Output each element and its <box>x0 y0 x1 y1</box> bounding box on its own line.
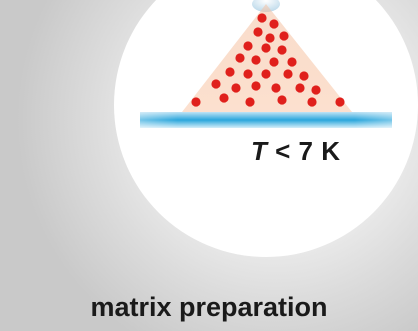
particle <box>335 97 345 107</box>
temperature-value: < 7 K <box>275 136 341 166</box>
particle <box>271 83 281 93</box>
particle <box>257 13 267 23</box>
particle <box>279 31 289 41</box>
matrix-particles <box>191 13 345 107</box>
particle <box>265 33 275 43</box>
particle <box>211 79 221 89</box>
particle <box>261 69 271 79</box>
particle <box>295 83 305 93</box>
particle <box>251 55 261 65</box>
particle <box>243 41 253 51</box>
particle <box>269 57 279 67</box>
view-circle <box>114 0 418 257</box>
particle <box>269 19 279 29</box>
particle <box>219 93 229 103</box>
particle <box>231 83 241 93</box>
particle <box>311 85 321 95</box>
caption-matrix-preparation: matrix preparation <box>90 292 328 322</box>
particle <box>235 53 245 63</box>
temperature-label: T < 7 K <box>251 136 341 167</box>
particle <box>277 95 287 105</box>
particle <box>245 97 255 107</box>
particle <box>225 67 235 77</box>
cold-substrate <box>140 112 392 128</box>
spray-cone <box>182 4 352 112</box>
particle <box>283 69 293 79</box>
particle <box>243 69 253 79</box>
particle <box>299 71 309 81</box>
particle <box>253 27 263 37</box>
particle <box>191 97 201 107</box>
particle <box>307 97 317 107</box>
particle <box>287 57 297 67</box>
particle <box>251 81 261 91</box>
particle <box>261 43 271 53</box>
particle <box>277 45 287 55</box>
temperature-variable: T <box>251 136 268 166</box>
